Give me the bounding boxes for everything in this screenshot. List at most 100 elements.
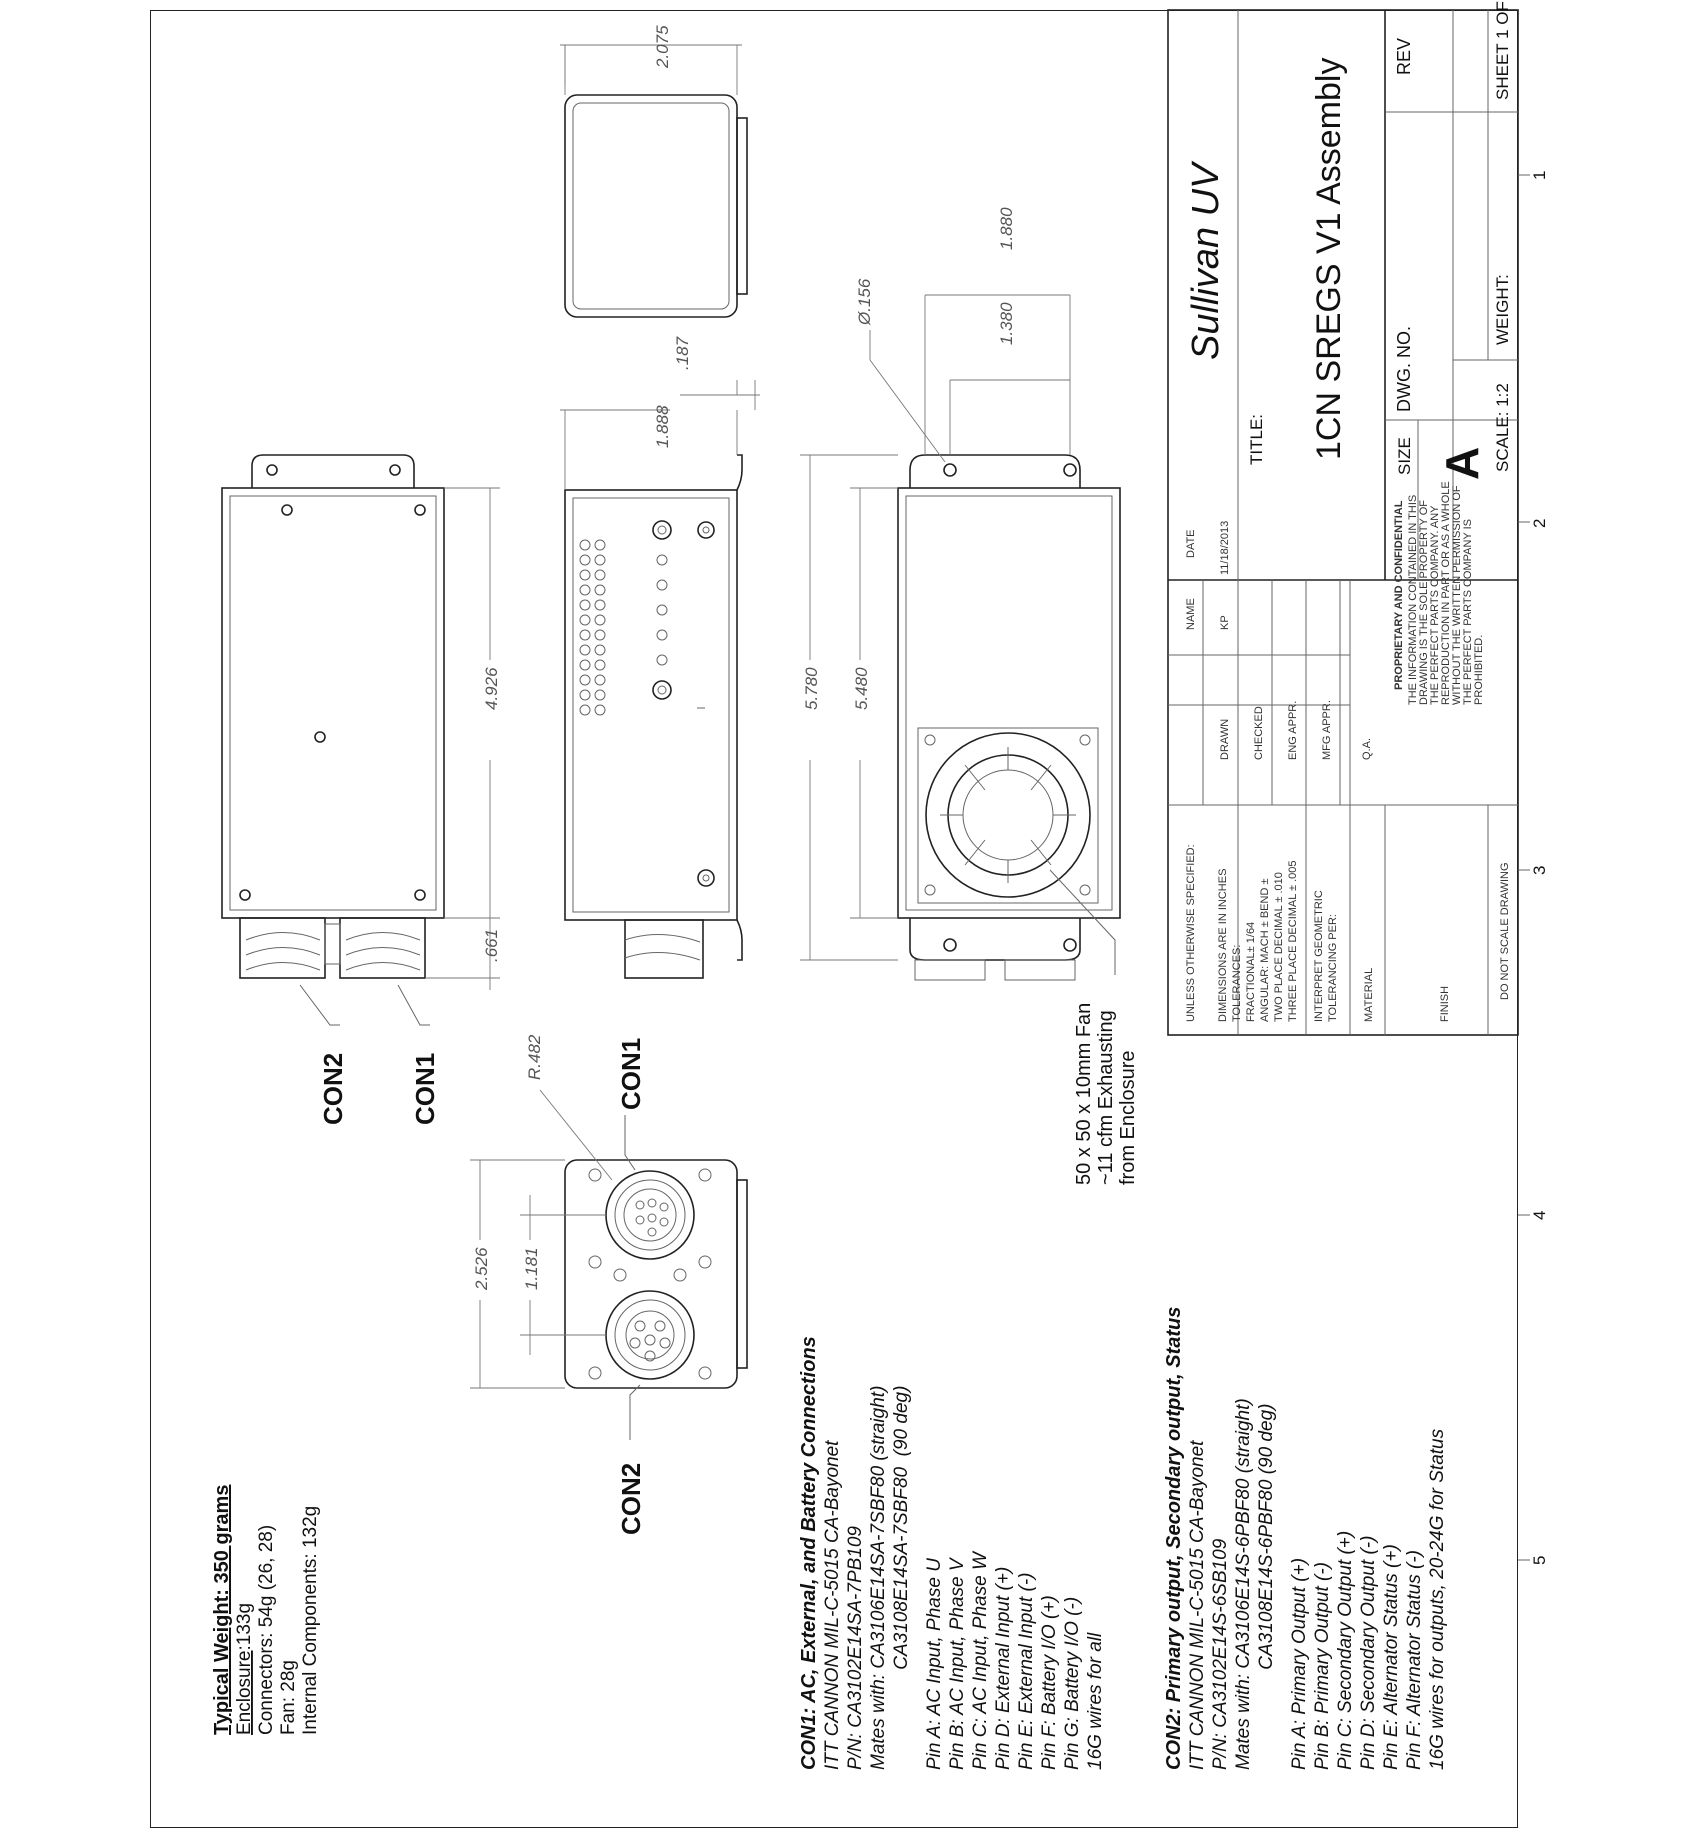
svg-text:16G wires for all: 16G wires for all [1085,1632,1106,1770]
unless-specified: UNLESS OTHERWISE SPECIFIED: [1185,844,1197,1022]
side-view [564,45,748,318]
con2-label-top: CON2 [318,1053,348,1125]
dim-2526-text: 2.526 [472,1247,491,1291]
rev-label: REV [1394,38,1414,75]
checked-label: CHECKED [1253,706,1265,760]
drawn-name: KP [1219,615,1231,630]
svg-text:Connectors: 54g (26, 28): Connectors: 54g (26, 28) [256,1525,277,1735]
fan-note-2: ~11 cfm Exhausting [1095,1010,1117,1185]
svg-text:Mates with: CA3106E14SA-7SBF80: Mates with: CA3106E14SA-7SBF80 (straight… [868,1386,889,1770]
dim-1880-text: 1.880 [997,207,1016,250]
fan-icon [917,727,1099,904]
svg-text:Pin B: AC Input, Phase V: Pin B: AC Input, Phase V [947,1556,968,1770]
con2-pins [629,1320,671,1362]
svg-text:TOLERANCING PER:: TOLERANCING PER: [1327,914,1339,1022]
weight-heading: Typical Weight: 350 grams [211,1485,233,1735]
con1-label-end: CON1 [616,1038,646,1110]
con1-label-top: CON1 [410,1053,440,1125]
con1-heading: CON1: AC, External, and Battery Connecti… [798,1336,820,1770]
svg-text:Pin C: AC Input, Phase W: Pin C: AC Input, Phase W [970,1550,991,1770]
title-block [1167,9,1519,1036]
svg-text:Pin F: Alternator Status (-): Pin F: Alternator Status (-) [1404,1550,1425,1770]
svg-text:Mates with: CA3106E14S-6PBF80: Mates with: CA3106E14S-6PBF80 (straight) [1233,1398,1254,1770]
svg-text:Pin E: Alternator Status (+): Pin E: Alternator Status (+) [1381,1544,1402,1770]
front-view [564,454,743,979]
con2-heading: CON2: Primary output, Secondary output, … [1163,1307,1185,1770]
dim-1380-text: 1.380 [997,302,1016,345]
svg-text:Pin G: Battery I/O (-): Pin G: Battery I/O (-) [1062,1597,1083,1770]
svg-text:2: 2 [1530,519,1549,528]
con1-pins [635,1198,669,1237]
dim-4926 [444,487,500,990]
dim-r482-text: R.482 [525,1034,544,1080]
svg-text:FRACTIONAL± 1/64: FRACTIONAL± 1/64 [1245,922,1257,1022]
svg-text:Pin D: External Input (+): Pin D: External Input (+) [993,1567,1014,1770]
svg-text:1: 1 [1530,171,1549,180]
weight-notes: Typical Weight: 350 grams Enclosure:133g… [211,1485,321,1735]
proprietary-text: THE INFORMATION CONTAINED IN THIS DRAWIN… [1407,481,1485,705]
svg-text:TWO PLACE DECIMAL ± .010: TWO PLACE DECIMAL ± .010 [1273,872,1285,1022]
svg-text:Pin D: Secondary Output (-): Pin D: Secondary Output (-) [1358,1536,1379,1770]
svg-text:THREE PLACE DECIMAL ± .005: THREE PLACE DECIMAL ± .005 [1287,860,1299,1022]
svg-text:TOLERANCES:: TOLERANCES: [1231,945,1243,1022]
size-label: SIZE [1395,437,1414,475]
connector-end-view [539,1089,748,1440]
svg-text:DRAWING IS THE SOLE PROPERTY O: DRAWING IS THE SOLE PROPERTY OF [1418,500,1430,705]
svg-text:Internal Components: 132g: Internal Components: 132g [300,1506,321,1735]
mfg-appr-label: MFG APPR. [1321,700,1333,760]
svg-text:INTERPRET GEOMETRIC: INTERPRET GEOMETRIC [1313,890,1325,1022]
svg-text:WITHOUT THE WRITTEN PERMISSION: WITHOUT THE WRITTEN PERMISSION OF [1451,485,1463,705]
svg-text:THE PERFECT PARTS COMPANY IS: THE PERFECT PARTS COMPANY IS [1462,519,1474,705]
drawing-title: 1CN SREGS V1 Assembly [1310,58,1348,460]
material-label: MATERIAL [1363,968,1375,1022]
svg-text:P/N: CA3102E14S-6SB109: P/N: CA3102E14S-6SB109 [1210,1538,1231,1770]
svg-text:Pin A: Primary Output (+): Pin A: Primary Output (+) [1289,1558,1310,1770]
svg-text:Enclosure:133g: Enclosure:133g [234,1603,255,1735]
dim-156-text: Ø.156 [855,278,874,326]
dim-1888-text: 1.888 [653,405,672,448]
svg-text:Pin A: AC Input, Phase U: Pin A: AC Input, Phase U [924,1558,945,1770]
size-value: A [1436,447,1488,480]
svg-text:5: 5 [1530,1556,1549,1565]
eng-appr-label: ENG APPR. [1287,701,1299,760]
svg-text:3: 3 [1530,866,1549,875]
svg-text:PROHIBITED.: PROHIBITED. [1473,635,1485,705]
svg-text:16G wires for outputs, 20-24G: 16G wires for outputs, 20-24G for Status [1427,1428,1448,1770]
drawn-date: 11/18/2013 [1219,521,1231,575]
dim-2075-text: 2.075 [653,25,672,69]
approvals-name-header: NAME [1185,598,1197,630]
tolerance-lines: DIMENSIONS ARE IN INCHES TOLERANCES: FRA… [1217,860,1339,1022]
dwg-no-label: DWG. NO. [1394,326,1414,412]
svg-text:CA3108E14SA-7SBF80 (90 deg): CA3108E14SA-7SBF80 (90 deg) [891,1386,912,1770]
weight-label: WEIGHT: [1493,274,1512,345]
svg-text:Pin C: Secondary Output (+): Pin C: Secondary Output (+) [1335,1531,1356,1770]
qa-label: Q.A. [1361,738,1373,760]
drawn-label: DRAWN [1219,719,1231,760]
dim-5780-text: 5.780 [802,667,821,710]
svg-text:Pin B: Primary Output (-): Pin B: Primary Output (-) [1312,1562,1333,1770]
fan-note-1: 50 x 50 x 10mm Fan [1073,1003,1095,1185]
finish-label: FINISH [1439,986,1451,1022]
fan-note-3: from Enclosure [1117,1051,1139,1186]
con1-notes: CON1: AC, External, and Battery Connecti… [798,1336,1106,1770]
svg-text:Fan: 28g: Fan: 28g [278,1660,299,1735]
proprietary-header: PROPRIETARY AND CONFIDENTIAL [1393,500,1405,690]
do-not-scale: DO NOT SCALE DRAWING [1499,862,1511,1000]
svg-text:ITT CANNON MIL-C-5015 CA-Bayon: ITT CANNON MIL-C-5015 CA-Bayonet [822,1440,843,1770]
title-label: TITLE: [1247,414,1266,465]
scale-label: SCALE: 1:2 [1493,383,1512,472]
svg-text:Pin F: Battery I/O (+): Pin F: Battery I/O (+) [1039,1595,1060,1770]
svg-text:DIMENSIONS ARE IN INCHES: DIMENSIONS ARE IN INCHES [1217,869,1229,1022]
enclosure-label: Enclosure [234,1651,255,1736]
svg-text:REPRODUCTION IN PART OR AS A W: REPRODUCTION IN PART OR AS A WHOLE [1440,481,1452,705]
enclosure-value: :133g [234,1603,255,1651]
con2-label-end: CON2 [616,1463,646,1535]
zone-numbers: 1 2 3 4 5 [1518,171,1549,1565]
svg-text:THE PERFECT PARTS COMPANY. AN: THE PERFECT PARTS COMPANY. ANY [1429,505,1441,705]
dim-5480-text: 5.480 [852,667,871,710]
approvals-date-header: DATE [1185,529,1197,558]
svg-text:ANGULAR: MACH ± BEND ±: ANGULAR: MACH ± BEND ± [1259,879,1271,1022]
svg-text:ITT CANNON MIL-C-5015 CA-Bayon: ITT CANNON MIL-C-5015 CA-Bayonet [1187,1440,1208,1770]
sheet-label: SHEET 1 OF 1 [1493,0,1512,100]
